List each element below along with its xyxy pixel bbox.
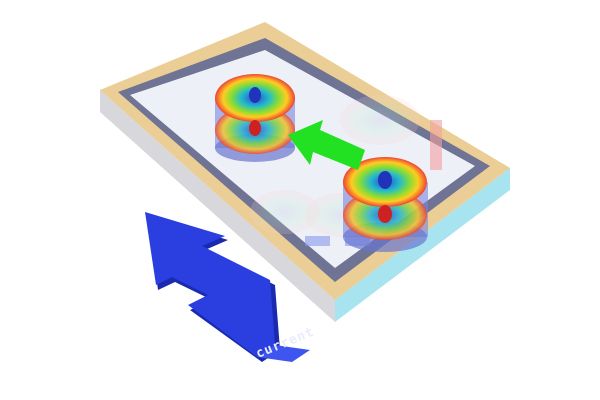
current-arrow: current	[145, 212, 317, 362]
slab-front-side	[100, 90, 335, 322]
core-up	[249, 87, 261, 103]
skyrmion-cylinder	[215, 74, 295, 162]
core-down	[249, 120, 261, 136]
skyrmion-cylinder	[343, 157, 428, 252]
core-down	[378, 205, 392, 223]
motion-arrow	[288, 120, 365, 170]
slab-right-side	[335, 168, 510, 322]
core-up	[378, 171, 392, 189]
